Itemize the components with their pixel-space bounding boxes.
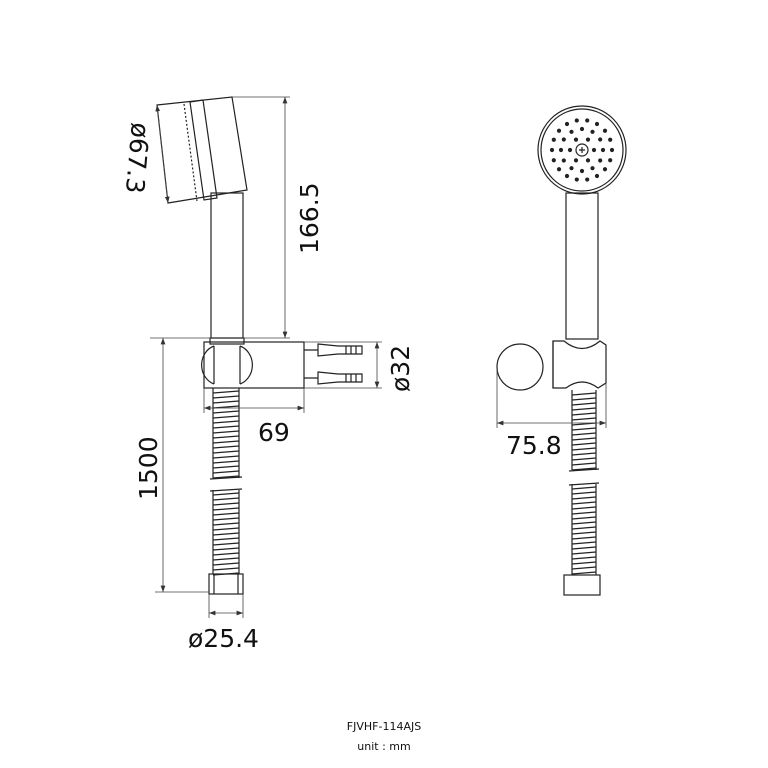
nozzle-dot (598, 137, 603, 142)
model-number: FJVHF-114AJS (346, 720, 422, 733)
nozzle-dot (585, 137, 591, 142)
nozzle-dot (585, 158, 591, 163)
handle-side (210, 192, 244, 339)
nozzle-dot (574, 177, 579, 182)
nozzle-dot (579, 126, 585, 132)
nozzle-dot (579, 168, 585, 174)
nozzle-dot (602, 167, 608, 172)
nozzle-dot (556, 128, 562, 133)
shower-head-front (537, 105, 627, 195)
nozzle-dot (573, 158, 579, 163)
nozzle-dot (564, 173, 570, 179)
nozzle-dot (558, 147, 564, 153)
nozzle-dot (561, 158, 566, 163)
wall-anchors (304, 343, 363, 385)
face-plate (189, 99, 218, 201)
dim-bracket-depth: 69 (258, 418, 290, 447)
nozzle-dot (608, 137, 613, 142)
nozzle-dot (564, 121, 570, 127)
end-fitting-front (563, 574, 601, 596)
dim-hose-length: 1500 (134, 436, 163, 500)
side-view: ø67.3 166.5 ø32 69 1500 ø25.4 (120, 96, 415, 653)
nozzle-dot (573, 137, 579, 142)
wall-bracket-front (552, 340, 607, 389)
nozzle-dot (585, 177, 590, 182)
nozzle-dot (551, 158, 556, 163)
wall-bracket-side (203, 341, 305, 389)
nozzle-dot (569, 166, 574, 171)
nozzle-dot (574, 118, 579, 123)
nozzle-dot (585, 118, 590, 123)
front-view: 75.8 (496, 105, 627, 596)
nozzle-dot (600, 147, 606, 153)
hose-front (568, 390, 600, 575)
nozzle-dot (561, 137, 566, 142)
nozzle-dot (609, 147, 615, 153)
handle-front (565, 192, 599, 340)
nozzle-dot (569, 129, 574, 134)
dim-bracket-width: 75.8 (506, 431, 562, 460)
dim-handle-length: 166.5 (295, 182, 324, 254)
nozzle-dot (549, 147, 555, 153)
bracket-knob (496, 343, 544, 391)
nozzle-dot (602, 128, 608, 133)
nozzle-dot (551, 137, 556, 142)
nozzle-dot (590, 166, 595, 171)
dim-bracket-diameter: ø32 (386, 345, 415, 392)
nozzle-dot (590, 129, 595, 134)
dim-fitting-diameter: ø25.4 (188, 624, 259, 653)
nozzle-dot (591, 147, 597, 153)
nozzle-dot (594, 173, 600, 179)
dim-head-diameter: ø67.3 (120, 121, 155, 194)
nozzle-dot (567, 147, 573, 153)
end-fitting-side (208, 573, 244, 595)
hose-side (209, 388, 243, 576)
nozzle-dot (556, 167, 562, 172)
unit-label: unit : mm (357, 740, 411, 753)
nozzle-dot (594, 121, 600, 127)
nozzle-dot (598, 158, 603, 163)
spray-nozzles (549, 118, 615, 182)
nozzle-dot (608, 158, 613, 163)
